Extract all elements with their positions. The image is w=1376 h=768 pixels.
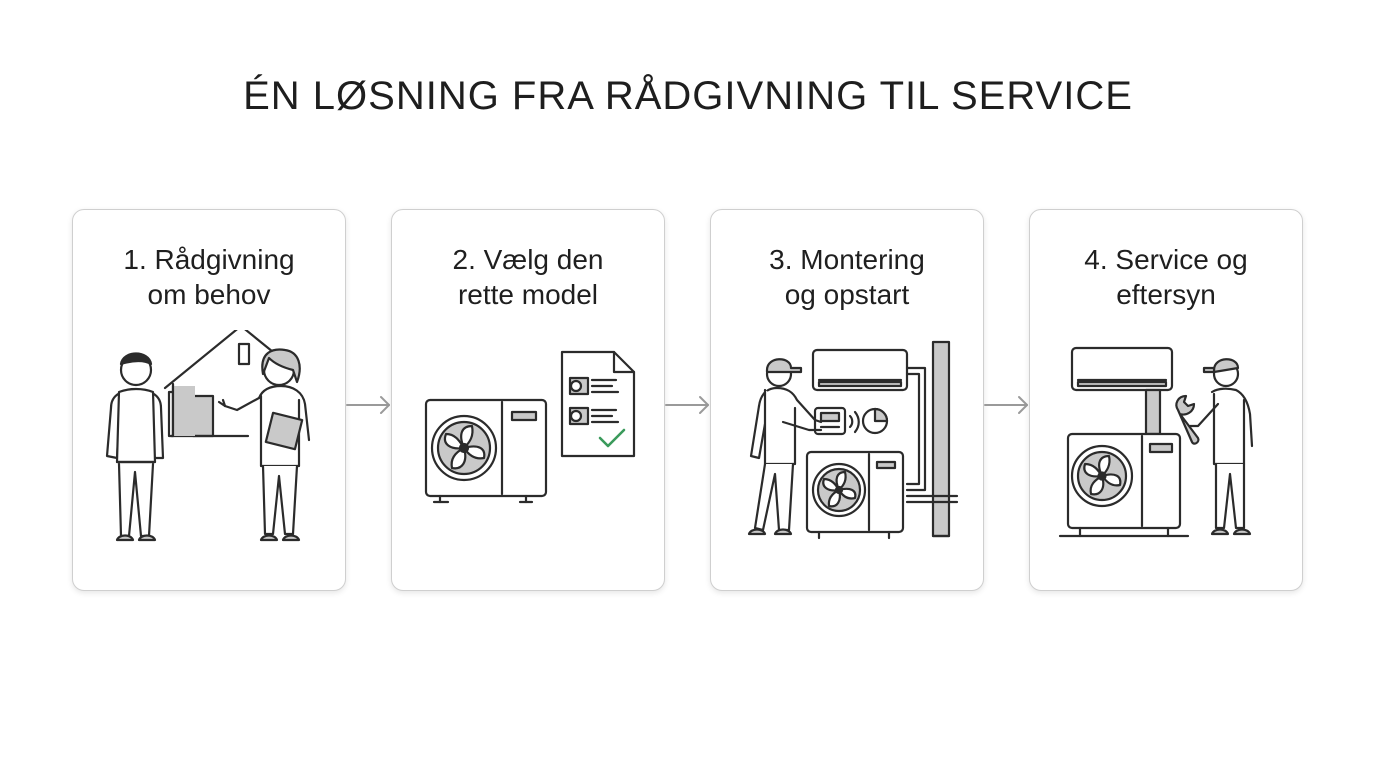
step-card-2: 2. Vælg den rette model: [391, 209, 665, 591]
model-selection-icon: [424, 350, 636, 504]
step-title-1-line2: om behov: [147, 279, 271, 310]
step-title-1: 1. Rådgivning om behov: [73, 242, 345, 312]
step-title-1-line1: 1. Rådgivning: [123, 244, 295, 275]
step-title-4-line2: eftersyn: [1116, 279, 1216, 310]
service-icon: [1058, 346, 1254, 538]
arrow-right-icon: [984, 396, 1028, 414]
step-card-3: 3. Montering og opstart: [710, 209, 984, 591]
step-title-2-line2: rette model: [457, 279, 599, 310]
step-title-4-line1: 4. Service og: [1084, 244, 1248, 275]
step-title-3-line1: 3. Montering: [769, 244, 925, 275]
step-title-2-line1: 2. Vælg den: [452, 244, 604, 275]
installation-icon: [747, 340, 959, 540]
step-title-2: 2. Vælg den rette model: [392, 242, 664, 312]
step-card-1: 1. Rådgivning om behov: [72, 209, 346, 591]
step-title-4: 4. Service og eftersyn: [1030, 242, 1302, 312]
consultation-icon: [105, 330, 311, 542]
step-card-4: 4. Service og eftersyn: [1029, 209, 1303, 591]
step-title-3-line2: og opstart: [784, 279, 910, 310]
arrow-right-icon: [665, 396, 709, 414]
arrow-right-icon: [346, 396, 390, 414]
step-title-3: 3. Montering og opstart: [711, 242, 983, 312]
page-title: ÉN LØSNING FRA RÅDGIVNING TIL SERVICE: [243, 74, 1133, 118]
